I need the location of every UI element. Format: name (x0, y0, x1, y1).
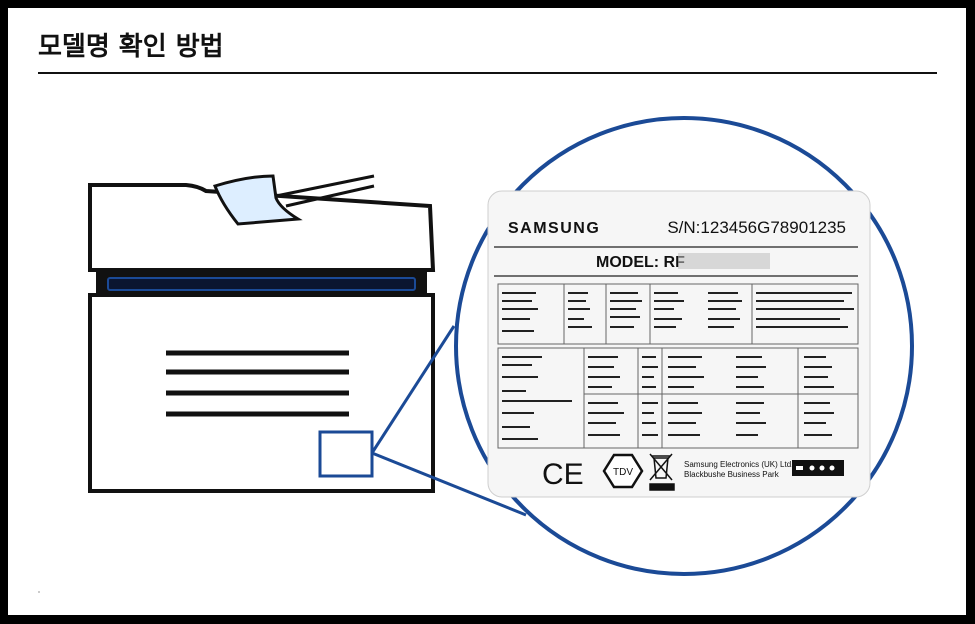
rating-label: SAMSUNG S/N:123456G78901235 MODEL: RF (487, 190, 871, 498)
title-divider (38, 72, 937, 74)
weee-bin-icon (649, 453, 675, 491)
label-position-marker (318, 430, 374, 478)
spec-table-text (502, 292, 854, 440)
label-model: MODEL: RF (596, 254, 685, 271)
maker-line-2: Blackbushe Business Park (684, 470, 780, 479)
zoom-connector-top (370, 325, 456, 454)
zoom-connector-bottom (371, 451, 527, 517)
label-serial-number: S/N:123456G78901235 (667, 218, 846, 237)
tdv-mark: TDV (602, 453, 644, 489)
stray-mark (38, 591, 40, 593)
label-brand: SAMSUNG (508, 220, 600, 237)
model-value-blurred (678, 253, 770, 269)
maker-line-1: Samsung Electronics (UK) Ltd. (684, 460, 793, 469)
dc-power-symbol (792, 460, 844, 476)
model-location-diagram: SAMSUNG S/N:123456G78901235 MODEL: RF (88, 116, 914, 576)
content-card: 모델명 확인 방법 (8, 8, 966, 615)
svg-text:TDV: TDV (613, 467, 633, 478)
ce-mark: CE (542, 458, 584, 491)
page-title: 모델명 확인 방법 (38, 32, 224, 62)
printer-illustration (88, 174, 436, 493)
